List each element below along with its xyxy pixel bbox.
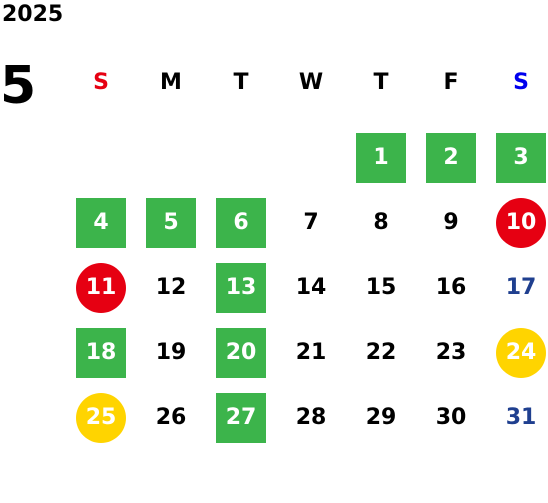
day-number: 14 <box>295 275 327 300</box>
day-number: 29 <box>365 405 397 430</box>
day-cell: 27 <box>206 385 276 450</box>
day-number: 24 <box>496 327 546 378</box>
day-cell <box>136 125 206 190</box>
day-cell: 3 <box>486 125 548 190</box>
day-number: 23 <box>435 340 467 365</box>
day-number: 16 <box>435 275 467 300</box>
day-cell: 17 <box>486 255 548 320</box>
day-number: 27 <box>216 392 266 443</box>
day-cell: 5 <box>136 190 206 255</box>
day-number: 25 <box>76 392 126 443</box>
day-number: 1 <box>356 132 406 183</box>
weekday-header-mon: M <box>160 70 182 95</box>
day-cell: 11 <box>66 255 136 320</box>
day-number: 30 <box>435 405 467 430</box>
day-cell: 26 <box>136 385 206 450</box>
day-cell: 10 <box>486 190 548 255</box>
day-number: 4 <box>76 197 126 248</box>
year-label: 2025 <box>2 2 64 27</box>
weekday-header-sat: S <box>513 70 529 95</box>
weekday-header-thu: T <box>373 70 389 95</box>
day-cell: 16 <box>416 255 486 320</box>
day-number: 8 <box>373 210 389 235</box>
day-number: 17 <box>505 275 537 300</box>
day-number: 12 <box>155 275 187 300</box>
day-number: 9 <box>443 210 459 235</box>
weekday-header-wed: W <box>298 70 324 95</box>
day-cell: 2 <box>416 125 486 190</box>
day-number: 20 <box>216 327 266 378</box>
day-cell: 1 <box>346 125 416 190</box>
weekday-header-sun: S <box>93 70 109 95</box>
day-cell <box>276 125 346 190</box>
month-label: 5 <box>0 56 37 116</box>
day-number: 13 <box>216 262 266 313</box>
day-cell: 13 <box>206 255 276 320</box>
day-cell <box>206 125 276 190</box>
day-number: 6 <box>216 197 266 248</box>
day-number: 2 <box>426 132 476 183</box>
day-cell: 30 <box>416 385 486 450</box>
day-number: 15 <box>365 275 397 300</box>
day-cell: 23 <box>416 320 486 385</box>
day-cell: 9 <box>416 190 486 255</box>
day-cell: 14 <box>276 255 346 320</box>
day-cell: 21 <box>276 320 346 385</box>
day-cell: 8 <box>346 190 416 255</box>
day-cell <box>66 125 136 190</box>
day-cell: 4 <box>66 190 136 255</box>
day-number: 22 <box>365 340 397 365</box>
day-cell: 15 <box>346 255 416 320</box>
day-cell: 31 <box>486 385 548 450</box>
day-number: 19 <box>155 340 187 365</box>
day-number: 21 <box>295 340 327 365</box>
day-cell: 29 <box>346 385 416 450</box>
day-number: 11 <box>76 262 126 313</box>
day-cell: 18 <box>66 320 136 385</box>
day-cell: 25 <box>66 385 136 450</box>
day-cell: 24 <box>486 320 548 385</box>
day-cell: 22 <box>346 320 416 385</box>
day-cell: 28 <box>276 385 346 450</box>
day-number: 10 <box>496 197 546 248</box>
day-cell: 6 <box>206 190 276 255</box>
day-number: 26 <box>155 405 187 430</box>
day-cell: 7 <box>276 190 346 255</box>
day-number: 3 <box>496 132 546 183</box>
day-number: 31 <box>505 405 537 430</box>
day-number: 5 <box>146 197 196 248</box>
day-number: 18 <box>76 327 126 378</box>
weekday-header-tue: T <box>233 70 249 95</box>
day-number: 28 <box>295 405 327 430</box>
day-cell: 12 <box>136 255 206 320</box>
day-number: 7 <box>303 210 319 235</box>
day-cell: 20 <box>206 320 276 385</box>
weekday-header-fri: F <box>443 70 459 95</box>
day-cell: 19 <box>136 320 206 385</box>
